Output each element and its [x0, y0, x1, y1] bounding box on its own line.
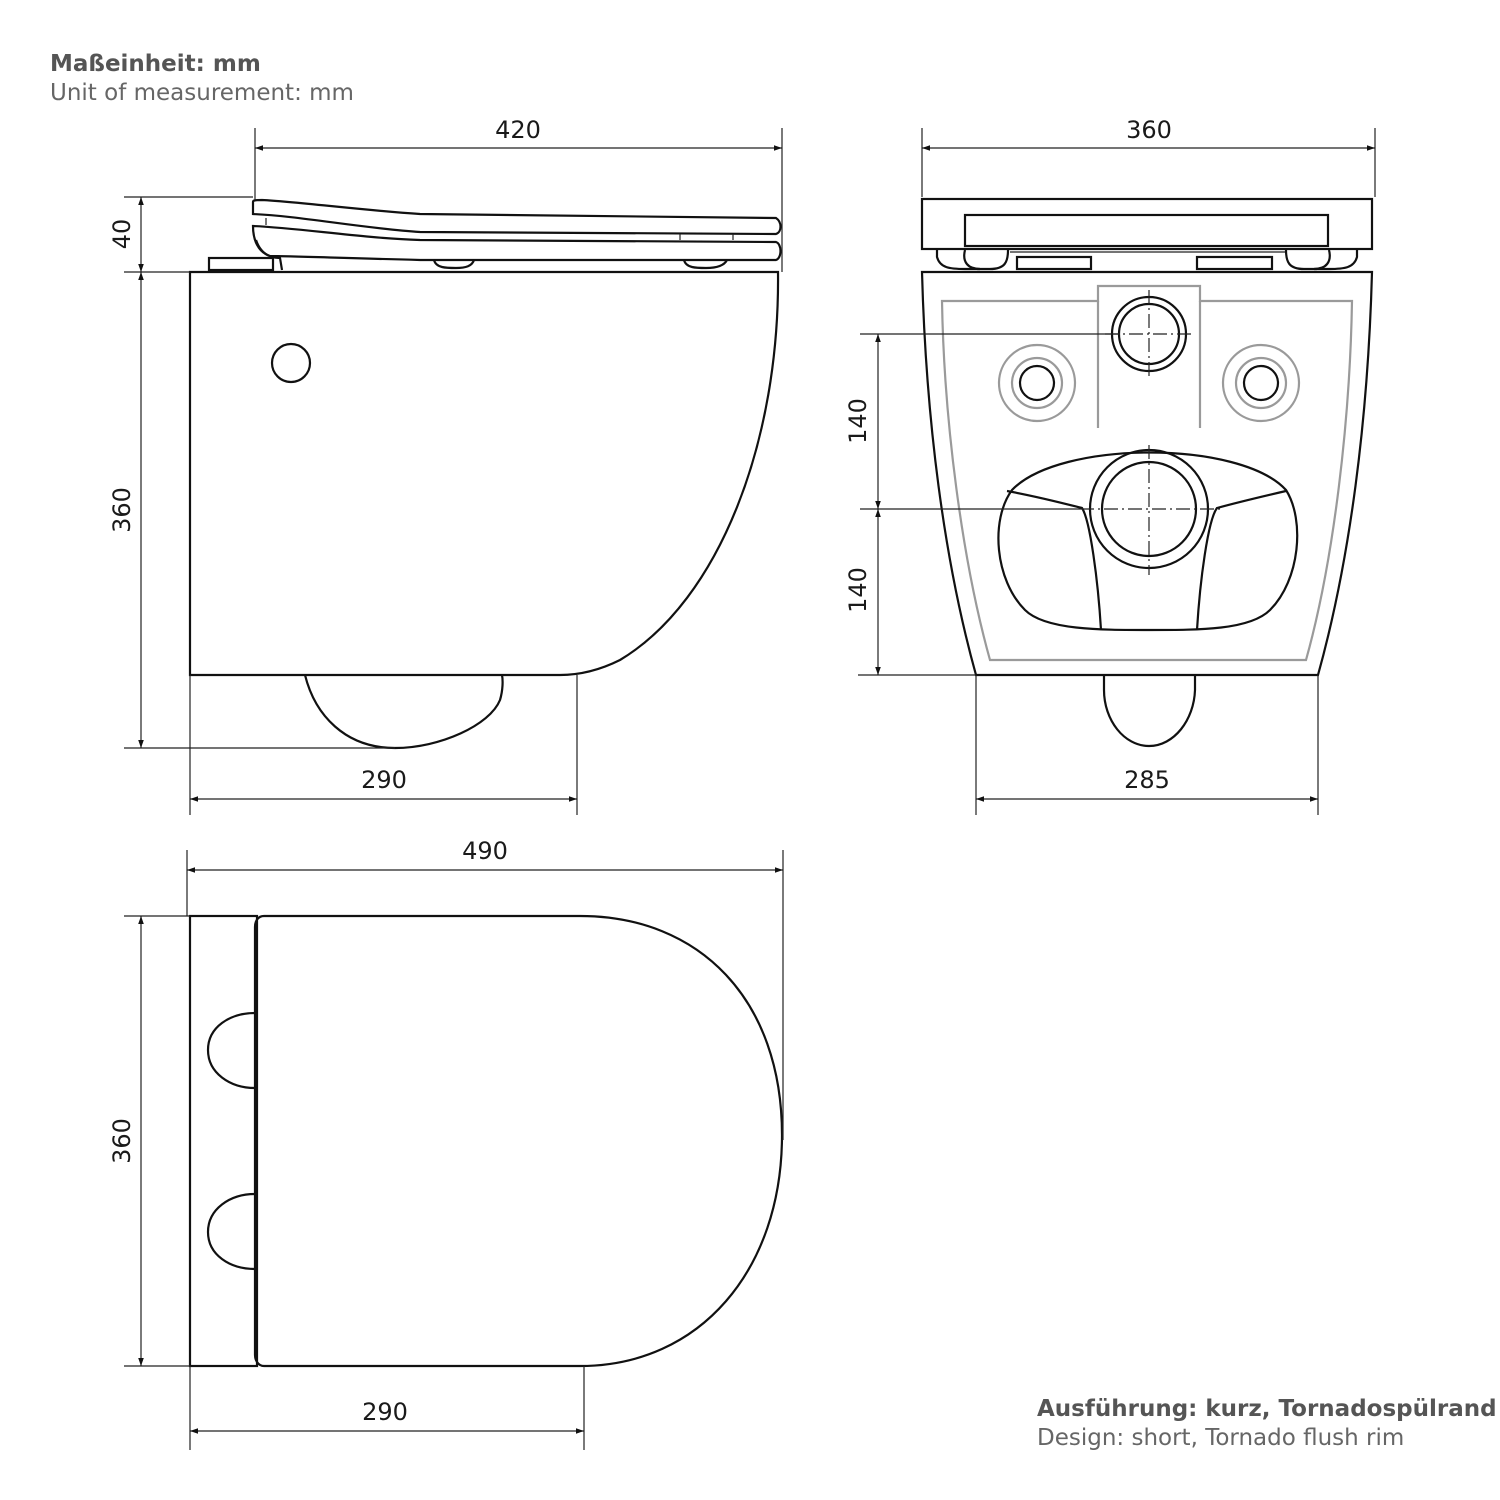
hinge-left — [206, 1011, 256, 1090]
dim-side-length: 420 — [495, 116, 541, 144]
units-note-de: Maßeinheit: mm — [50, 51, 261, 77]
waste-outlet — [303, 674, 504, 750]
dim-side-bottom: 290 — [361, 766, 407, 794]
units-note: Maßeinheit: mm Unit of measurement: mm — [50, 50, 354, 108]
bumper-front — [432, 259, 476, 270]
bumper-rear — [682, 259, 728, 270]
bowl-body-outline — [188, 270, 780, 677]
seat-lid-outline — [251, 198, 782, 236]
side-view: 420 40 360 290 — [108, 116, 783, 815]
dim-top-bottom: 290 — [362, 1398, 408, 1426]
dim-seat-height: 40 — [108, 219, 136, 250]
dim-bowl-height: 360 — [108, 487, 136, 533]
dim-rear-upper: 140 — [844, 398, 872, 444]
water-inlet — [270, 342, 312, 384]
units-note-en: Unit of measurement: mm — [50, 79, 354, 106]
seat-rear-outline — [920, 197, 1374, 251]
dim-rear-bottom: 285 — [1124, 766, 1170, 794]
dim-top-width: 360 — [108, 1118, 136, 1164]
design-note-de: Ausführung: kurz, Tornadospülrand — [1037, 1396, 1497, 1422]
rear-view: 360 140 140 285 — [844, 116, 1376, 815]
design-note: Ausführung: kurz, Tornadospülrand Design… — [1037, 1395, 1497, 1453]
design-note-en: Design: short, Tornado flush rim — [1037, 1424, 1405, 1451]
outlet-housing — [997, 451, 1299, 632]
dim-top-length: 490 — [462, 837, 508, 865]
mount-plate — [188, 914, 259, 1368]
dim-rear-width: 360 — [1126, 116, 1172, 144]
mount-hole-left — [997, 343, 1077, 423]
bowl-rear-outline — [920, 270, 1374, 677]
dim-rear-lower: 140 — [844, 567, 872, 613]
hinge-right — [206, 1192, 256, 1271]
seat-ring-outline — [251, 224, 782, 262]
wall-frame-outline — [940, 284, 1354, 662]
hinge-block — [207, 256, 275, 272]
mount-hole-right — [1221, 343, 1301, 423]
seat-top-outline — [253, 914, 784, 1368]
waste-pipe-rear — [1102, 675, 1197, 748]
top-view: 490 360 290 — [108, 837, 784, 1450]
